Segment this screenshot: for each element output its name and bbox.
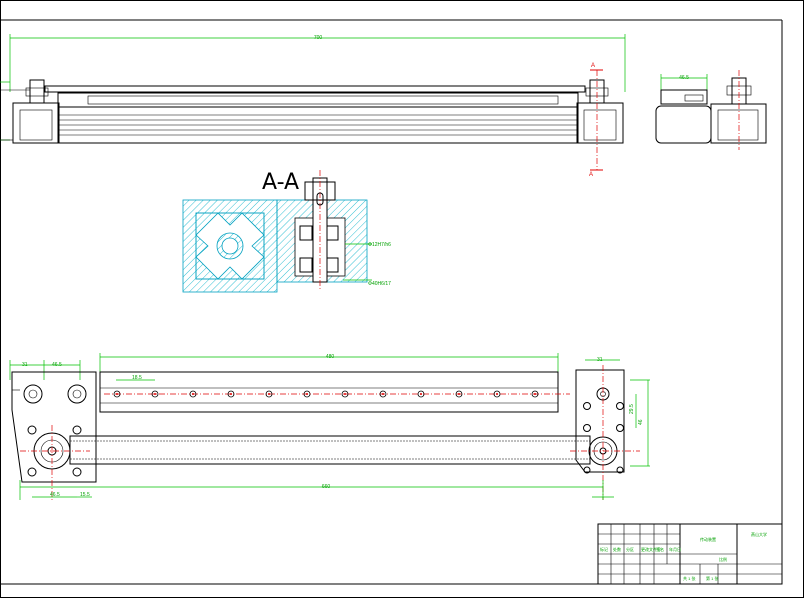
dim-bottom-span: 480	[326, 354, 335, 360]
front-view: 700 A A	[0, 34, 626, 178]
hole-center-mark	[230, 393, 232, 395]
dim-left-low-a: 46.5	[50, 492, 60, 498]
school-name: 燕山大学	[751, 531, 767, 537]
mounting-hole	[493, 390, 501, 398]
dim-top-overall: 700	[314, 35, 323, 41]
tb-sheets: 共 1 张	[683, 575, 695, 581]
tb-change: 更改文件号	[641, 546, 661, 552]
dim-height-b: 29.5	[629, 404, 635, 414]
mounting-hole	[227, 390, 235, 398]
section-marker-bottom: A	[589, 172, 593, 178]
mounting-hole	[379, 390, 387, 398]
mounting-hole	[189, 390, 197, 398]
drawing-title: 传动装置	[700, 536, 716, 542]
mounting-hole	[303, 390, 311, 398]
hole-center-mark	[382, 393, 384, 395]
hole-center-mark	[420, 393, 422, 395]
side-view: 46.5	[655, 70, 767, 150]
title-block: 传动装置 燕山大学 标记 处数 分区 更改文件号 签名 年月日 比例 共 1 张…	[597, 523, 783, 585]
dim-right-a: 31	[597, 357, 603, 363]
tb-date: 年月日	[669, 546, 681, 552]
hole-center-mark	[344, 393, 346, 395]
dim-left-low-b: 15.5	[80, 492, 90, 498]
hole-center-mark	[154, 393, 156, 395]
dim-left-a: 31	[22, 362, 28, 368]
tb-zone: 分区	[626, 546, 634, 552]
section-label: A-A	[262, 170, 299, 195]
hole-center-mark	[306, 393, 308, 395]
mounting-hole	[531, 390, 539, 398]
dim-side-width: 46.5	[679, 75, 689, 81]
tb-mark: 标记	[600, 546, 608, 552]
mounting-hole	[151, 390, 159, 398]
hole-center-mark	[496, 393, 498, 395]
dim-pitch: 18.5	[132, 375, 142, 381]
hole-row	[113, 390, 539, 398]
plan-view: 480 31 46.5 31 18.5	[9, 353, 650, 500]
fit-label-bottom: Φ40H6/17	[368, 281, 391, 287]
hole-center-mark	[534, 393, 536, 395]
dim-height-a: 46	[638, 419, 644, 425]
hole-center-mark	[116, 393, 118, 395]
section-marker-top: A	[591, 63, 595, 69]
mounting-hole	[113, 390, 121, 398]
hole-center-mark	[458, 393, 460, 395]
dim-bottom-overall: 660	[322, 484, 331, 490]
hole-center-mark	[192, 393, 194, 395]
mounting-hole	[455, 390, 463, 398]
mounting-hole	[417, 390, 425, 398]
dim-left-b: 46.5	[52, 362, 62, 368]
tb-scale: 比例	[719, 556, 727, 562]
tb-sheet-no: 第 1 张	[706, 575, 718, 581]
section-view: A-A Φ12H7/h6 Φ40H6/17	[182, 170, 391, 293]
tb-sign: 签名	[656, 546, 664, 552]
mounting-hole	[341, 390, 349, 398]
tb-count: 处数	[613, 546, 621, 552]
mounting-hole	[265, 390, 273, 398]
fit-label-top: Φ12H7/h6	[368, 242, 391, 248]
hole-center-mark	[268, 393, 270, 395]
